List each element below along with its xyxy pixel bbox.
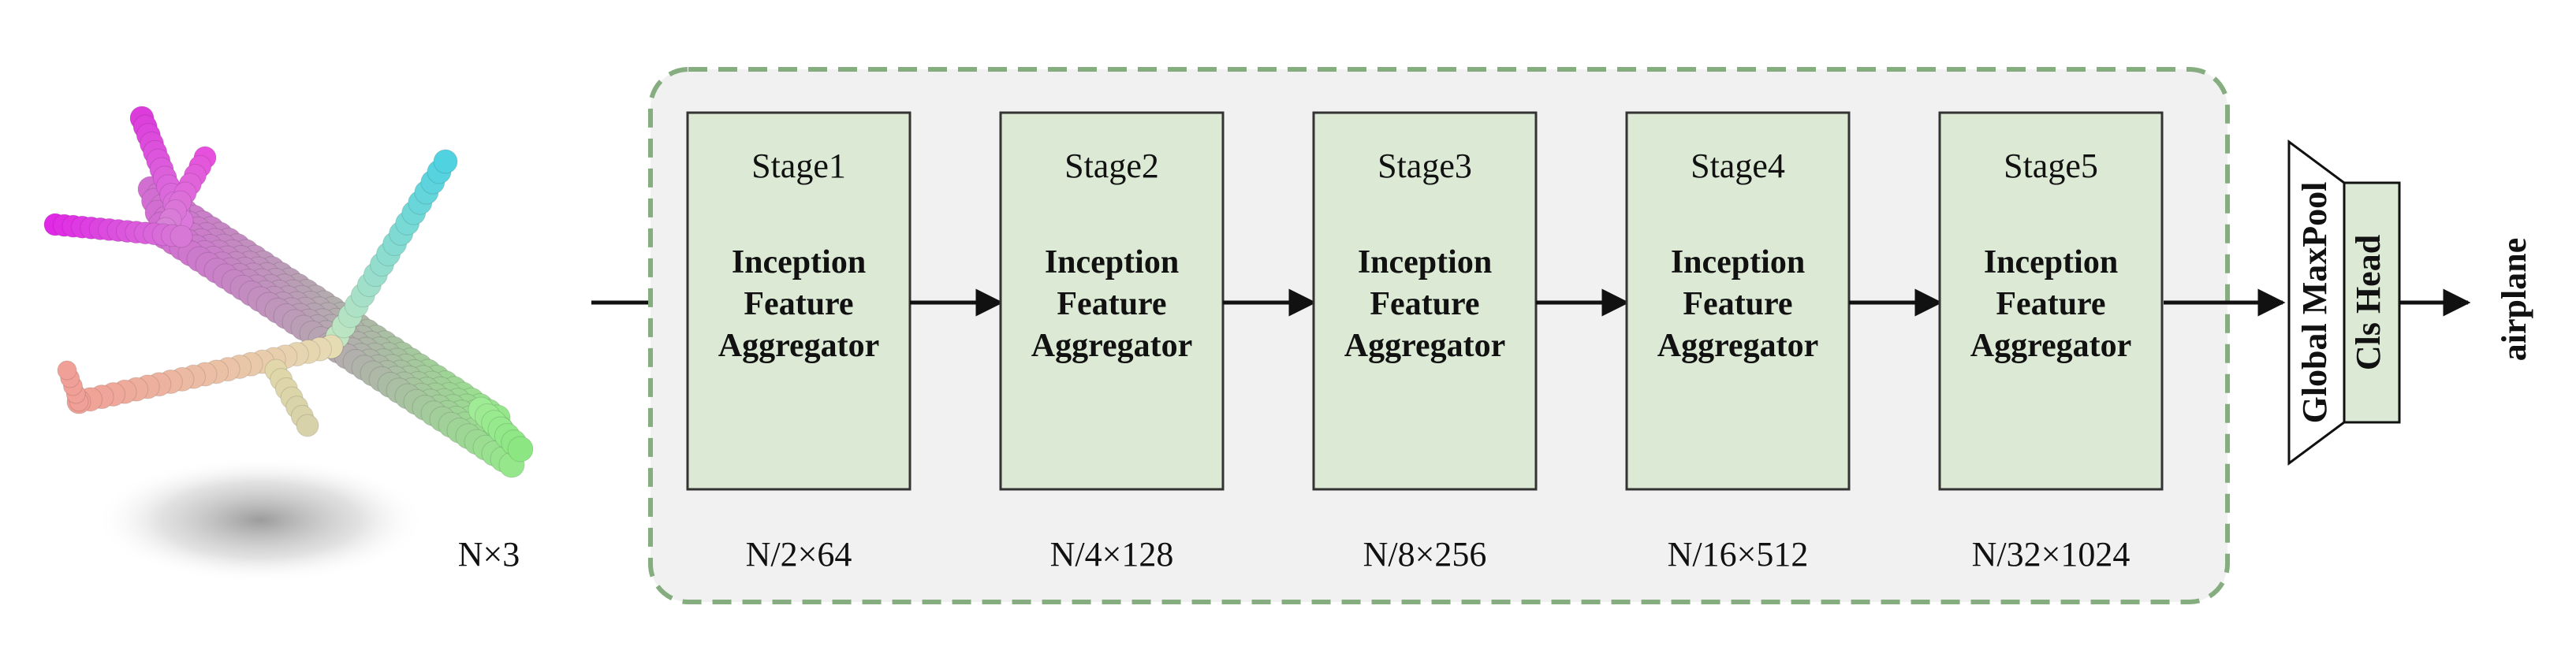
stage-1-block-line-2: Feature [744,286,853,322]
stage-5-block-line-3: Aggregator [1970,328,2131,364]
stage-5-group: Stage5InceptionFeatureAggregatorN/32×102… [1938,111,2164,574]
stage-2-block-line-3: Aggregator [1031,328,1192,364]
cls-head-block [2343,181,2401,424]
stage-2-dim-label: N/4×128 [1050,535,1174,574]
stage-5-block [1938,111,2164,491]
cls-head-label: Cls Head [2349,235,2388,370]
stage-3-title: Stage3 [1377,147,1472,185]
horizontal-tail-point [170,225,193,248]
stage-3-block-line-1: Inception [1358,244,1492,280]
engine-point [296,414,319,437]
stage-3-block-line-3: Aggregator [1344,328,1505,364]
stage-5-block-line-2: Feature [1996,286,2105,322]
stage-5-dim-label: N/32×1024 [1972,535,2131,574]
nose-point [507,436,534,463]
stage-4-block [1625,111,1851,491]
stage-2-title: Stage2 [1064,147,1159,185]
stage-5-block-line-1: Inception [1984,244,2118,280]
stage-1-block [686,111,911,491]
airplane-shadow [95,457,426,583]
right-wing-point [433,149,458,174]
global-maxpool-label: Global MaxPool [2295,182,2334,424]
airplane-point-cloud [43,106,534,583]
stage-5-title: Stage5 [2004,147,2098,185]
stage-4-block-line-3: Aggregator [1657,328,1818,364]
stages-group: Stage1InceptionFeatureAggregatorN/2×64St… [686,111,2164,574]
stage-2-block [999,111,1225,491]
stage-2-block-line-2: Feature [1057,286,1166,322]
left-wing-point [57,360,77,381]
stage-3-block-line-2: Feature [1370,286,1479,322]
stage-1-title: Stage1 [751,147,846,185]
stage-1-block-line-1: Inception [732,244,866,280]
stage-4-dim-label: N/16×512 [1668,535,1809,574]
output-label: airplane [2495,238,2533,361]
stage-1-dim-label: N/2×64 [746,535,852,574]
stage-4-block-line-2: Feature [1683,286,1792,322]
stage-3-dim-label: N/8×256 [1363,535,1487,574]
input-shape-label: N×3 [458,535,520,574]
stage-1-block-line-3: Aggregator [718,328,879,364]
stage-4-block-line-1: Inception [1671,244,1805,280]
stage-2-block-line-1: Inception [1045,244,1179,280]
point-cloud-points [43,106,534,478]
stage-4-title: Stage4 [1691,147,1785,185]
